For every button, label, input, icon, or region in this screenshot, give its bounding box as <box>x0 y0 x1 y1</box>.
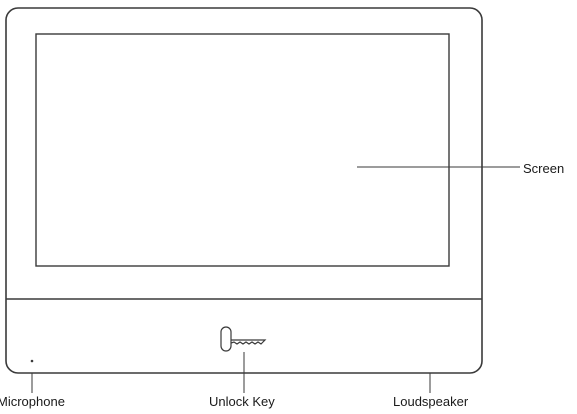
unlock-key-label: Unlock Key <box>209 394 275 409</box>
microphone-label: Microphone <box>0 394 65 409</box>
microphone-hole-icon <box>30 359 34 363</box>
loudspeaker-label: Loudspeaker <box>393 394 469 409</box>
screen-area <box>35 33 450 267</box>
screen-label: Screen <box>523 161 565 176</box>
key-icon <box>220 326 267 352</box>
